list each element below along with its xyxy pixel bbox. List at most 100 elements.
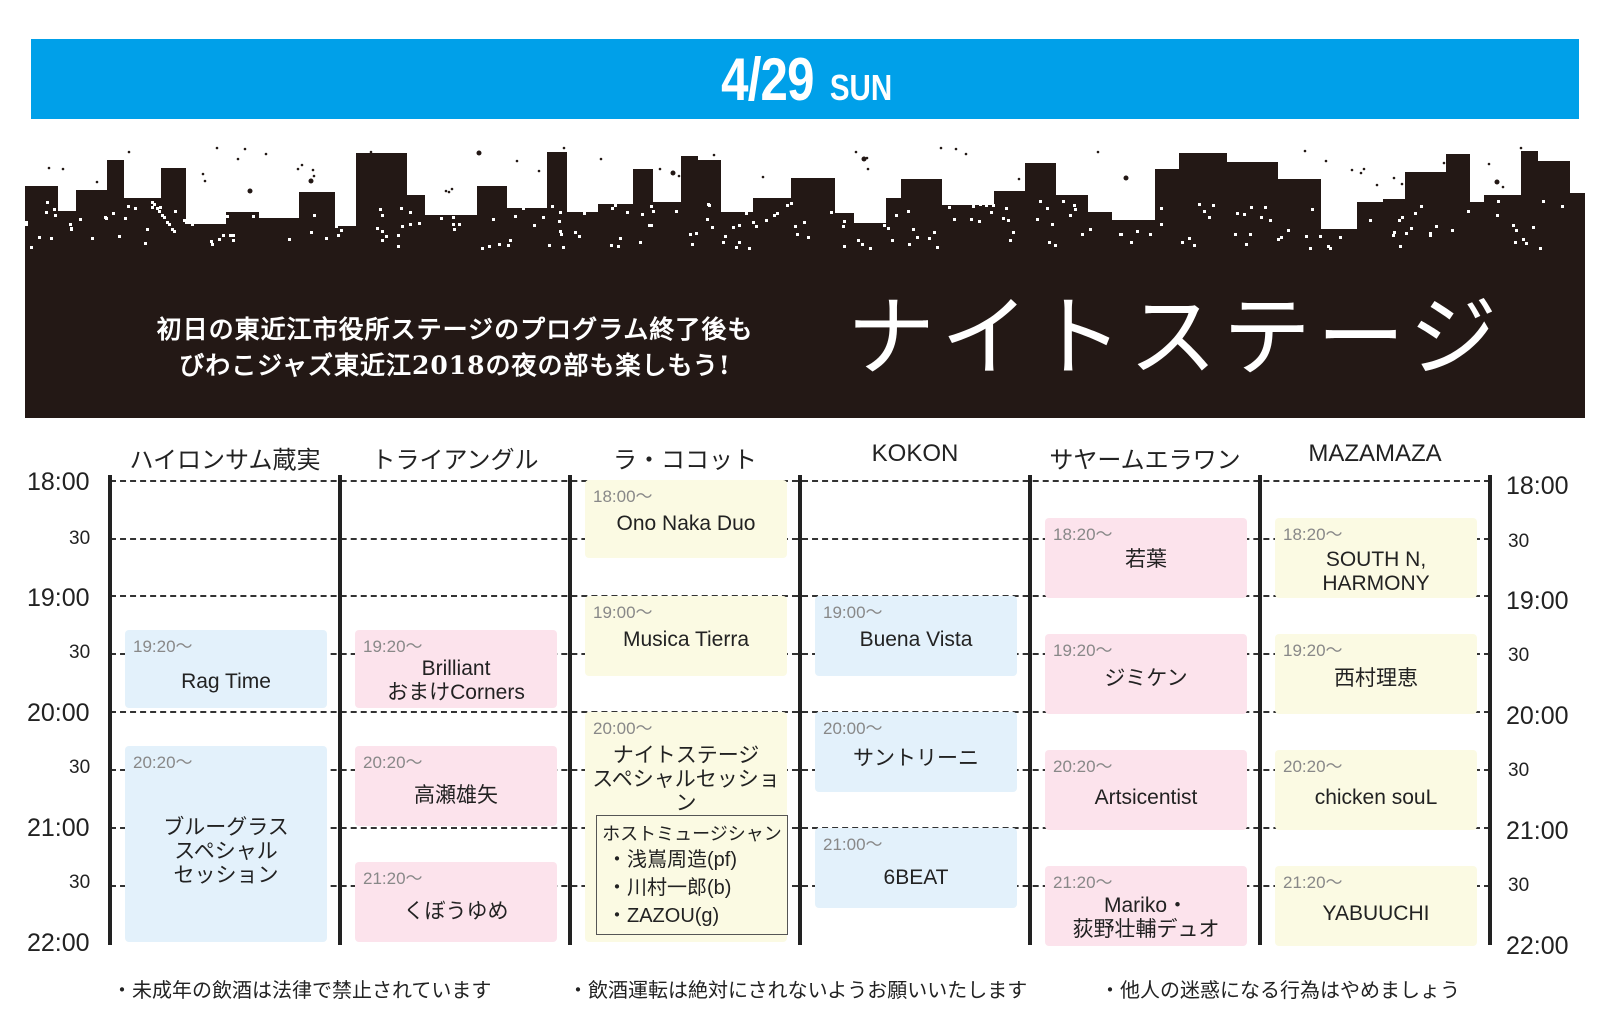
window-light <box>46 201 49 204</box>
window-light <box>551 205 554 208</box>
program-block[interactable]: 19:20〜 Rag Time <box>125 630 327 708</box>
time-label: 30 <box>69 642 91 663</box>
program-block[interactable]: 19:00〜 Musica Tierra <box>585 596 787 676</box>
star-icon <box>1494 179 1500 185</box>
venue-header: トライアングル <box>371 447 539 474</box>
window-light <box>1561 205 1564 208</box>
window-light <box>948 206 951 209</box>
time-label: 30 <box>1508 760 1530 781</box>
program-name: Brilliant おまけCorners <box>387 657 525 704</box>
window-light <box>706 218 709 221</box>
window-light <box>732 226 735 229</box>
program-time: 19:20〜 <box>1053 641 1113 660</box>
window-light <box>513 201 516 204</box>
program-block[interactable]: 21:00〜 6BEAT <box>815 828 1017 908</box>
window-light <box>1496 214 1499 217</box>
window-light <box>211 243 214 246</box>
program-block[interactable]: 20:20〜 chicken souL <box>1275 750 1477 830</box>
footer-notice: ・未成年の飲酒は法律で禁止されています <box>112 980 492 1002</box>
star-icon <box>444 189 448 193</box>
window-light <box>522 207 525 210</box>
window-light <box>1090 208 1093 211</box>
footer-notice: ・飲酒運転は絶対にされないようお願いいたします <box>568 980 1028 1002</box>
window-light <box>738 241 741 244</box>
program-block[interactable]: 19:20〜 西村理恵 <box>1275 634 1477 714</box>
program-block[interactable]: 18:00〜 Ono Naka Duo <box>585 480 787 558</box>
window-light <box>376 227 379 230</box>
window-light <box>173 230 176 233</box>
window-light <box>335 225 338 228</box>
program-block[interactable]: 20:20〜 Artsicentist <box>1045 750 1247 830</box>
venue-header: KOKON <box>871 440 959 467</box>
window-light <box>895 214 898 217</box>
window-light <box>481 247 484 250</box>
program-name: サントリーニ <box>853 747 979 770</box>
window-light <box>617 245 620 248</box>
column-divider <box>108 475 112 945</box>
window-light <box>222 234 225 237</box>
column-divider <box>1258 475 1262 945</box>
window-light <box>985 204 988 207</box>
window-light <box>533 224 536 227</box>
window-light <box>252 215 255 218</box>
program-time: 19:00〜 <box>593 603 653 622</box>
program-block[interactable]: 21:20〜 Mariko・ 荻野壮輔デュオ <box>1045 866 1247 946</box>
window-light <box>1305 235 1308 238</box>
window-light <box>614 204 617 207</box>
window-light <box>1497 200 1500 203</box>
window-light <box>992 204 995 207</box>
window-light <box>70 227 73 230</box>
program-block[interactable]: 20:00〜 サントリーニ <box>815 712 1017 792</box>
program-time: 21:20〜 <box>1053 873 1113 892</box>
program-block[interactable]: 18:20〜 SOUTH N, HARMONY <box>1275 518 1477 598</box>
program-name: Ono Naka Duo <box>616 512 756 535</box>
program-time: 20:20〜 <box>133 753 193 772</box>
program-block[interactable]: 19:00〜 Buena Vista <box>815 596 1017 676</box>
program-block[interactable]: 19:20〜 Brilliant おまけCorners <box>355 630 557 708</box>
window-light <box>381 239 384 242</box>
window-light <box>1069 214 1072 217</box>
window-light <box>53 208 56 211</box>
star-icon <box>203 179 207 183</box>
program-block[interactable]: 21:20〜 YABUUCHI <box>1275 866 1477 946</box>
window-light <box>1243 213 1246 216</box>
column-divider <box>798 475 802 945</box>
window-light <box>1287 229 1290 232</box>
window-light <box>735 200 738 203</box>
star-icon <box>236 157 240 161</box>
window-light <box>1525 242 1528 245</box>
window-light <box>887 227 890 230</box>
window-light <box>1451 229 1454 232</box>
program-block[interactable]: 19:20〜 ジミケン <box>1045 634 1247 714</box>
program-block[interactable]: 21:20〜 くぼうゆめ <box>355 862 557 942</box>
window-light <box>650 205 653 208</box>
window-light <box>1048 241 1051 244</box>
window-light <box>1532 226 1535 229</box>
window-light <box>559 230 562 233</box>
window-light <box>562 246 565 249</box>
window-light <box>229 234 232 237</box>
window-light <box>1392 234 1395 237</box>
window-light <box>1089 228 1092 231</box>
star-icon <box>515 159 519 163</box>
program-block[interactable]: 18:20〜 若葉 <box>1045 518 1247 598</box>
program-block[interactable]: 20:20〜 高瀬雄矢 <box>355 746 557 826</box>
star-icon <box>215 146 219 150</box>
program-time: 18:20〜 <box>1283 525 1343 544</box>
window-light <box>1117 200 1120 203</box>
window-light <box>560 233 563 236</box>
program-block[interactable]: 20:20〜 ブルーグラス スペシャル セッション <box>125 746 327 942</box>
window-light <box>908 243 911 246</box>
time-label: 21:00 <box>27 814 90 842</box>
window-light <box>191 223 194 226</box>
window-light <box>185 221 188 224</box>
window-light <box>1329 247 1332 250</box>
window-light <box>1420 205 1423 208</box>
window-light <box>1002 217 1005 220</box>
window-light <box>1369 219 1372 222</box>
window-light <box>340 229 343 232</box>
window-light <box>127 205 130 208</box>
window-light <box>381 230 384 233</box>
window-light <box>1260 216 1263 219</box>
window-light <box>1401 216 1404 219</box>
